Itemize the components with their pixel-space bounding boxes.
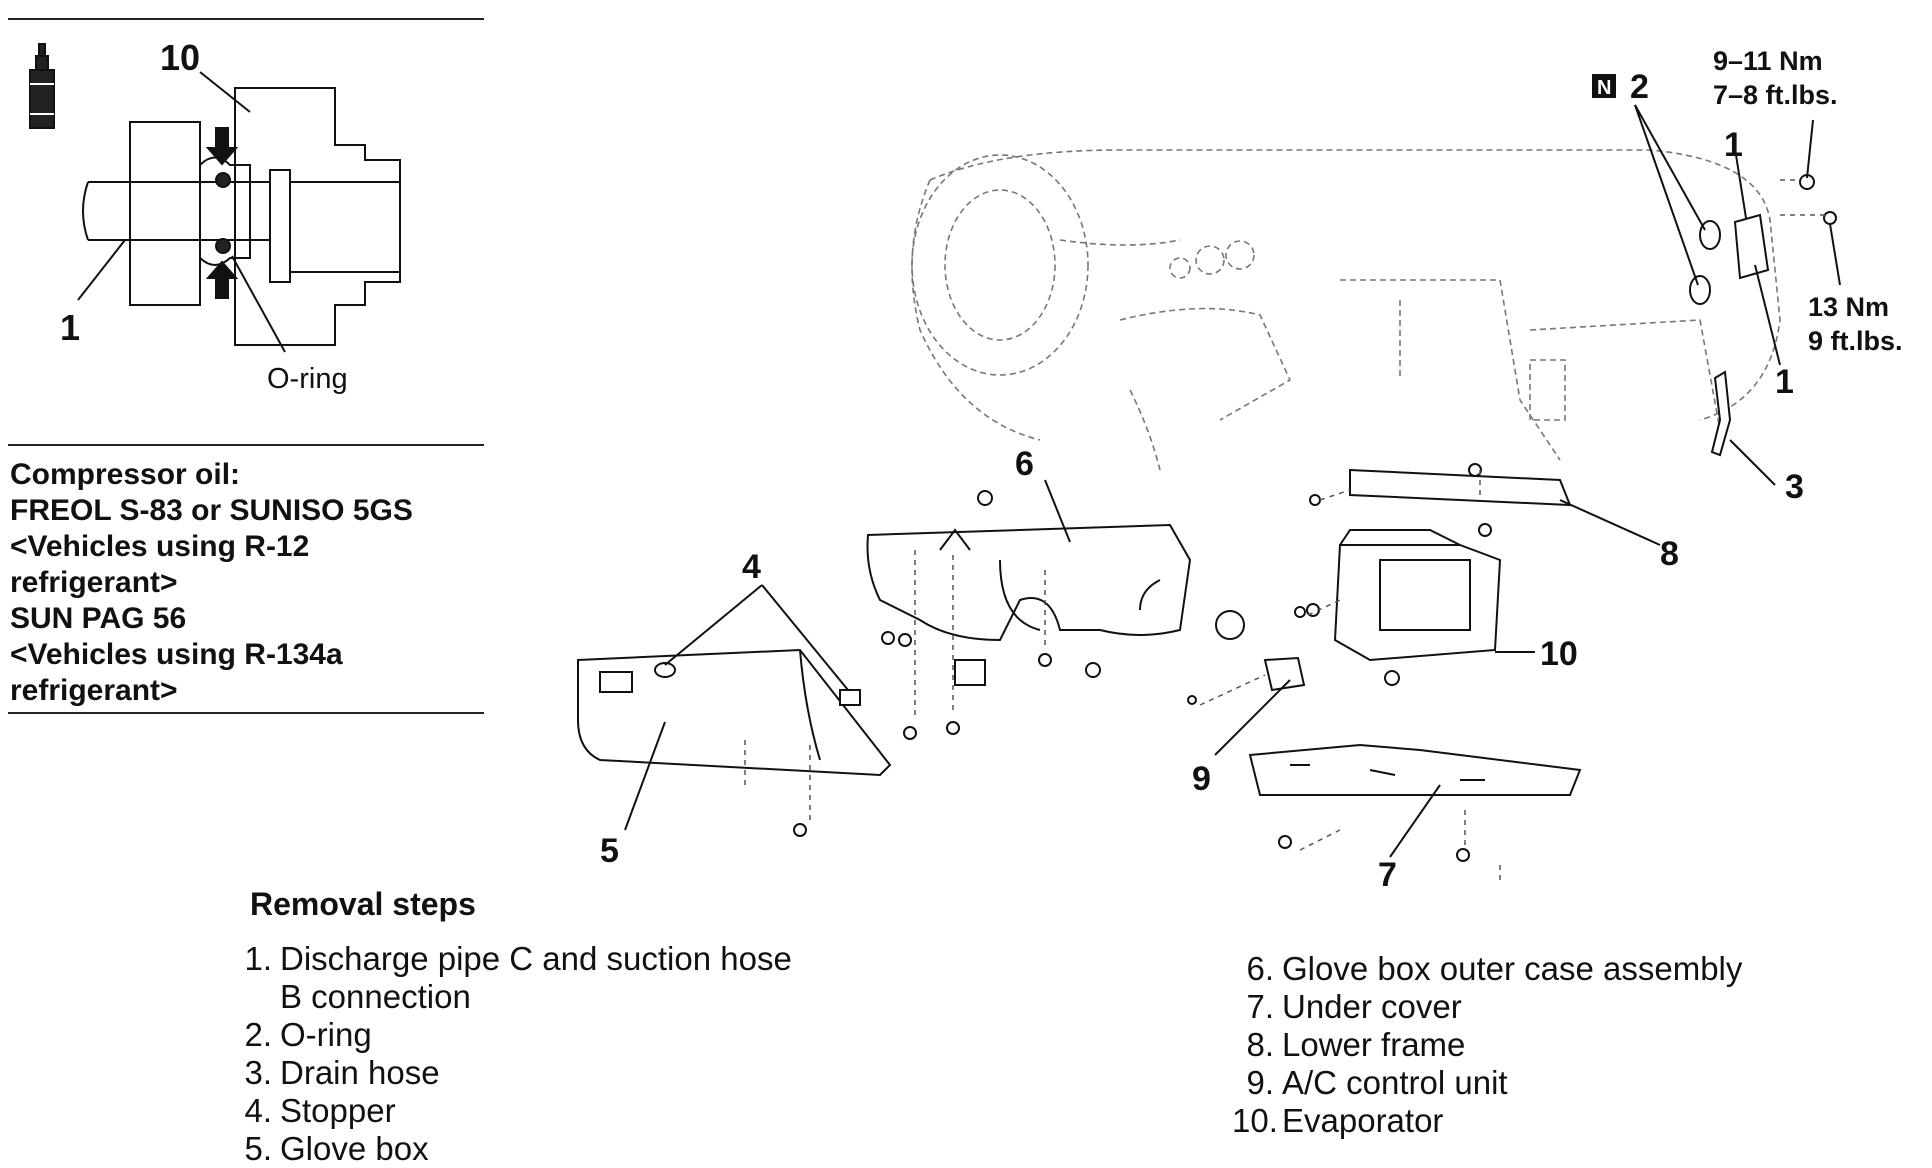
inset-oring-label: O-ring bbox=[267, 363, 348, 395]
inset-callout-1: 1 bbox=[60, 307, 80, 348]
oil-note-line: refrigerant> bbox=[10, 566, 178, 599]
callouts: N 2 1 1 3 4 5 6 7 8 9 10 9–11 Nm 7–8 ft.… bbox=[600, 46, 1903, 894]
callout-4: 4 bbox=[742, 548, 761, 586]
pipe-bracket bbox=[1733, 213, 1770, 280]
under-cover bbox=[1248, 743, 1582, 796]
new-part-marker-box bbox=[1592, 74, 1616, 98]
torque-2-nm: 13 Nm bbox=[1808, 292, 1889, 322]
step-item: 3.Drain hose bbox=[244, 1054, 440, 1091]
drain-hose bbox=[1710, 370, 1732, 457]
callout-10: 10 bbox=[1540, 635, 1578, 673]
bottom-divider bbox=[8, 712, 484, 714]
callout-5: 5 bbox=[600, 832, 619, 870]
step-item: 8.Lower frame bbox=[1246, 1026, 1466, 1063]
inset-callout-10: 10 bbox=[160, 37, 200, 78]
step-item-cont: B connection bbox=[280, 978, 471, 1015]
glove-box bbox=[577, 648, 892, 777]
oil-note-line: <Vehicles using R-12 bbox=[10, 530, 310, 563]
top-divider bbox=[8, 18, 484, 20]
ac-control-unit bbox=[1263, 656, 1306, 692]
removal-steps-left: 1.Discharge pipe C and suction hose B co… bbox=[230, 940, 792, 1168]
removal-steps-heading: Removal steps bbox=[250, 886, 476, 922]
inset-pipe-section bbox=[29, 43, 401, 353]
compressor-oil-note: Compressor oil: FREOL S-83 or SUNISO 5GS… bbox=[10, 457, 490, 709]
screws bbox=[793, 463, 1492, 862]
callout-6: 6 bbox=[1015, 445, 1034, 483]
dashboard-outline bbox=[911, 149, 1781, 471]
callout-2: 2 bbox=[1630, 68, 1649, 106]
step-item: 6.Glove box outer case assembly bbox=[1246, 950, 1743, 987]
parts bbox=[577, 174, 1837, 862]
assembly-lines bbox=[744, 179, 1825, 880]
lower-frame bbox=[1349, 468, 1572, 507]
oil-note-line: FREOL S-83 or SUNISO 5GS bbox=[10, 494, 413, 527]
step-item: 10.Evaporator bbox=[1232, 1102, 1444, 1139]
leader-lines bbox=[624, 104, 1841, 858]
step-item: 2.O-ring bbox=[244, 1016, 372, 1053]
callout-1-top: 1 bbox=[1724, 126, 1743, 164]
removal-steps-right: 6.Glove box outer case assembly 7.Under … bbox=[1232, 950, 1742, 1140]
torque-1-nm: 9–11 Nm bbox=[1713, 46, 1823, 76]
callout-3: 3 bbox=[1785, 468, 1804, 506]
callout-8: 8 bbox=[1660, 535, 1679, 573]
torque-2-ftlbs: 9 ft.lbs. bbox=[1808, 326, 1903, 356]
step-item: 7.Under cover bbox=[1246, 988, 1462, 1025]
step-item: 5.Glove box bbox=[244, 1130, 429, 1167]
oil-note-line: SUN PAG 56 bbox=[10, 602, 187, 635]
step-item: 9.A/C control unit bbox=[1246, 1064, 1508, 1101]
oil-can-icon bbox=[29, 43, 55, 129]
callout-9: 9 bbox=[1192, 760, 1211, 798]
callout-7: 7 bbox=[1378, 856, 1397, 894]
oil-note-line: Compressor oil: bbox=[10, 458, 241, 491]
evaporator bbox=[1333, 544, 1502, 662]
step-item: 1.Discharge pipe C and suction hose bbox=[244, 940, 792, 977]
callout-1-right: 1 bbox=[1775, 363, 1794, 401]
new-part-marker: N bbox=[1597, 77, 1611, 99]
torque-1-ftlbs: 7–8 ft.lbs. bbox=[1713, 80, 1838, 110]
middle-divider bbox=[8, 444, 484, 446]
oil-note-line: refrigerant> bbox=[10, 674, 178, 707]
step-item: 4.Stopper bbox=[244, 1092, 396, 1129]
oil-note-line: <Vehicles using R-134a bbox=[10, 638, 343, 671]
glove-box-outer-case bbox=[866, 523, 1192, 642]
